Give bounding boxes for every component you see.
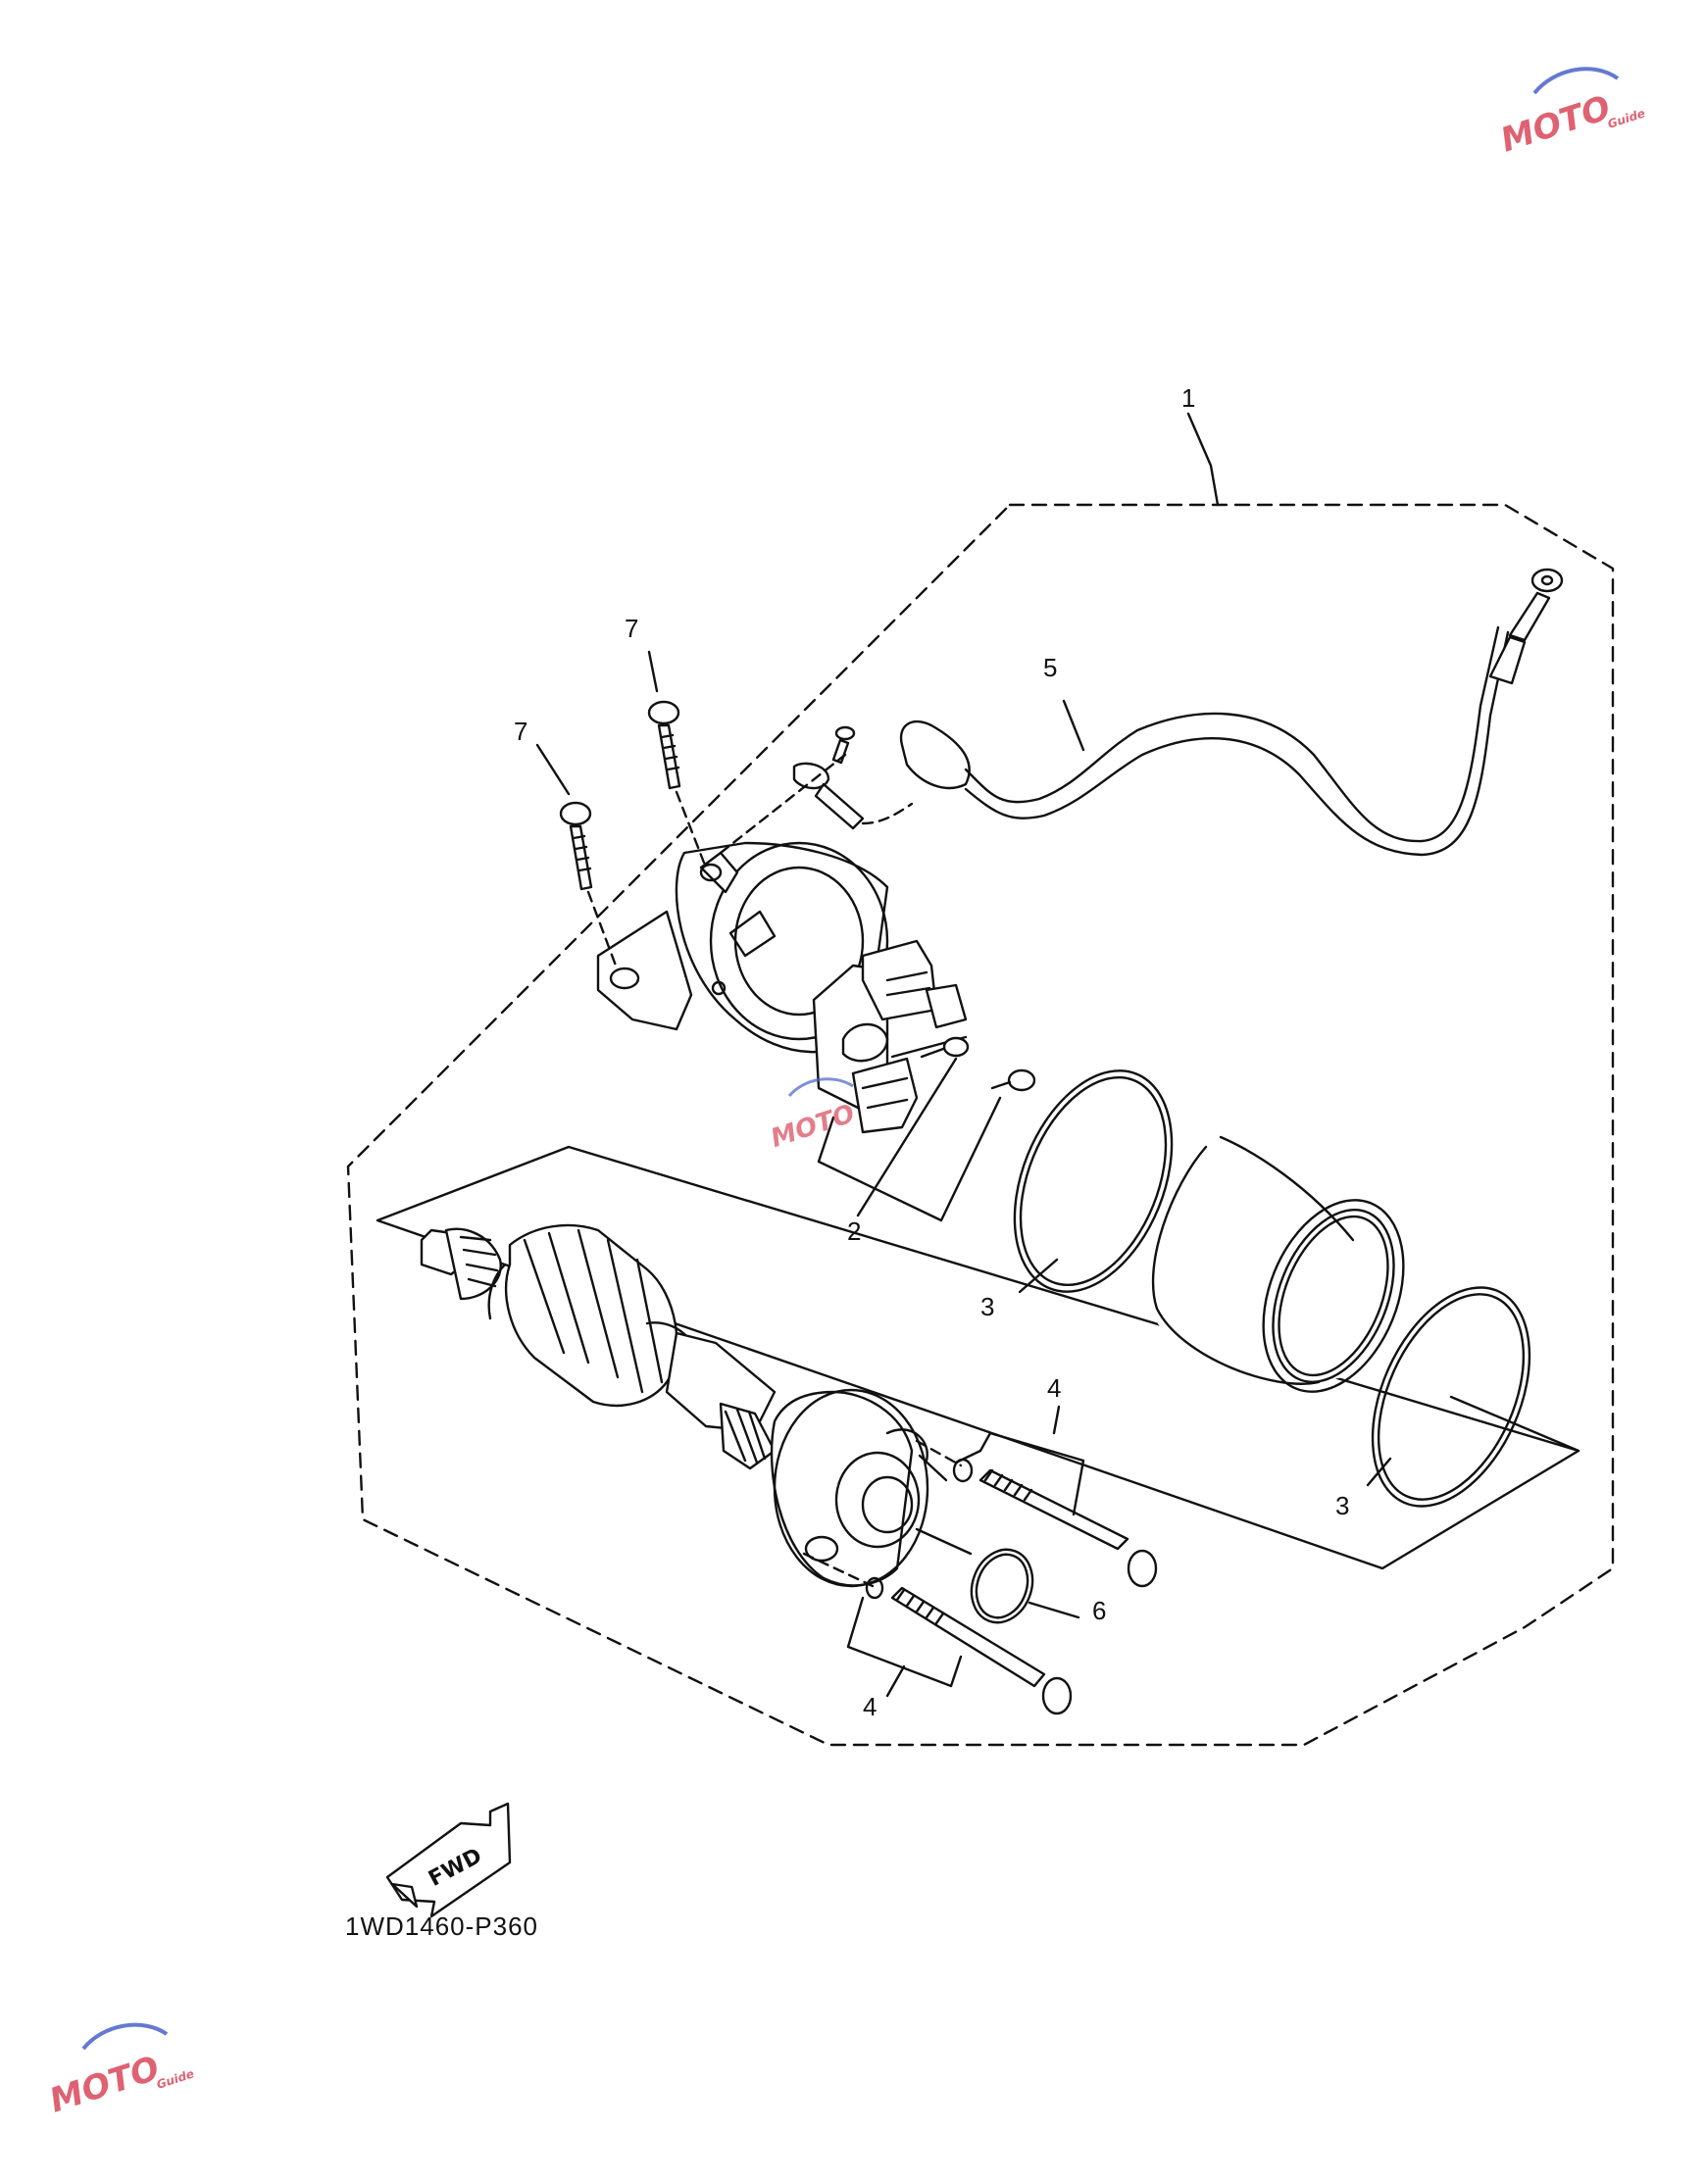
- through-bolt-upper: [978, 1468, 1158, 1588]
- yoke-housing: [1148, 1127, 1405, 1393]
- bolt-7-right: [647, 700, 706, 865]
- callout-4-upper: 4: [1047, 1373, 1061, 1403]
- leader-3-right: [1366, 1457, 1392, 1487]
- leader-7-right: [647, 650, 659, 693]
- terminal-screw: [792, 725, 865, 830]
- front-cover: [770, 1388, 948, 1588]
- svg-text:MOTO: MOTO: [768, 1099, 859, 1154]
- lead-wire: [899, 568, 1564, 857]
- watermark-logo-bottom: MOTO Guide: [45, 2022, 196, 2121]
- callout-1: 1: [1181, 383, 1195, 413]
- callout-2: 2: [847, 1216, 861, 1246]
- brush-screw-2: [990, 1068, 1036, 1092]
- leader-3-left: [1018, 1258, 1059, 1294]
- leader-5: [1062, 699, 1085, 752]
- leader-7-left: [535, 743, 571, 796]
- callout-5: 5: [1043, 653, 1057, 682]
- callout-4-lower: 4: [863, 1692, 877, 1721]
- svg-text:Guide: Guide: [155, 2066, 196, 2091]
- through-bolt-lower: [890, 1586, 1073, 1715]
- o-ring-small-lower: [865, 1576, 884, 1600]
- bolt-7-left: [559, 801, 618, 968]
- leader-2: [817, 1057, 1002, 1222]
- callout-7-right: 7: [625, 614, 638, 643]
- leader-4-lower: [846, 1596, 963, 1698]
- o-ring-3-left: [1013, 1069, 1174, 1293]
- svg-text:MOTO: MOTO: [45, 2049, 165, 2121]
- callout-3-right: 3: [1335, 1491, 1349, 1520]
- svg-text:MOTO: MOTO: [1496, 88, 1616, 161]
- leader-6: [915, 1527, 1080, 1619]
- callout-7-left: 7: [514, 717, 527, 746]
- callout-3-left: 3: [980, 1292, 994, 1321]
- watermark-logo-top: MOTO Guide: [1496, 67, 1647, 161]
- fwd-arrow-icon: [385, 1802, 512, 1918]
- brush-holder: [812, 939, 968, 1134]
- armature: [420, 1223, 777, 1470]
- leader-4-upper: [954, 1405, 1085, 1516]
- brush-screw-1: [920, 1036, 970, 1059]
- diagram-code: 1WD1460-P360: [345, 1911, 538, 1941]
- svg-text:Guide: Guide: [1606, 106, 1647, 130]
- callout-6: 6: [1092, 1596, 1106, 1625]
- assembly-boundary: [346, 503, 1615, 1747]
- o-ring-6: [970, 1548, 1034, 1624]
- leader-1: [1186, 412, 1220, 507]
